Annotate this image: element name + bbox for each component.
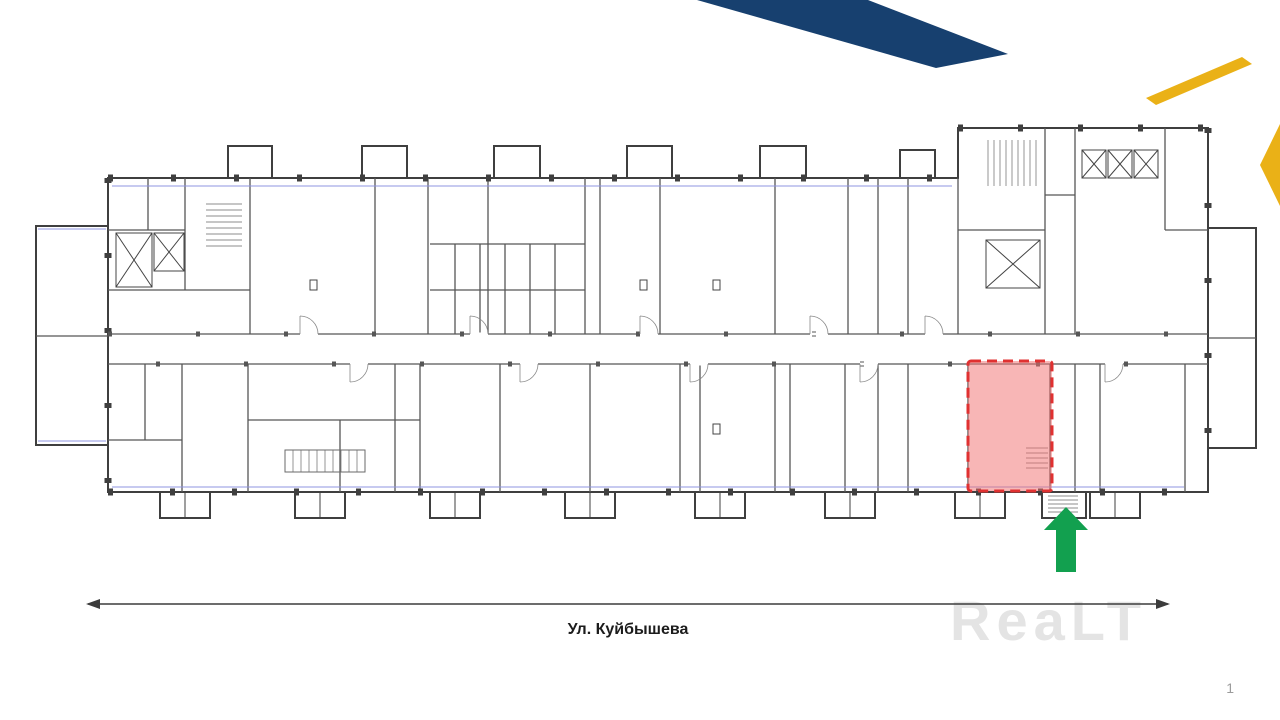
stair-tower [626,145,673,183]
column [712,423,721,435]
dimension-arrowhead-left [86,599,100,609]
elevator-box [153,232,185,272]
elevator-box [115,232,153,288]
elevator-box [985,239,1041,289]
building-outline [35,127,1257,519]
stair-tower [493,145,541,183]
street-dimension-line [86,599,1170,609]
stub-mullions [184,492,1116,518]
entrance-arrow-icon [1044,507,1088,572]
street-label: Ул. Куйбышева [567,621,689,638]
column [712,279,721,291]
column [309,279,318,291]
gold-edge-accent [1260,124,1280,206]
elevator-box [1133,149,1159,179]
interior-partitions [36,128,1256,492]
watermark: ReaLT [950,589,1147,652]
stair-tower [759,145,807,183]
stair-tower [361,145,408,183]
highlighted-unit [966,359,1054,493]
columns [309,279,721,435]
elevator-box [1107,149,1133,179]
wall-piers [104,124,1212,496]
dimension-arrowhead-right [1156,599,1170,609]
elevator-shafts [115,149,1159,289]
corner-decor [697,0,1280,206]
elevator-cross-hatch [115,149,1159,289]
elevator-box [1081,149,1107,179]
navy-ribbon [697,0,1008,68]
utility-lines [38,185,1184,488]
door-swing-arcs [299,315,1124,383]
doors [299,315,1124,383]
page-number: 1 [1226,680,1234,696]
gold-ribbon [1146,57,1252,105]
door-gaps [300,332,1123,366]
column [639,279,648,291]
